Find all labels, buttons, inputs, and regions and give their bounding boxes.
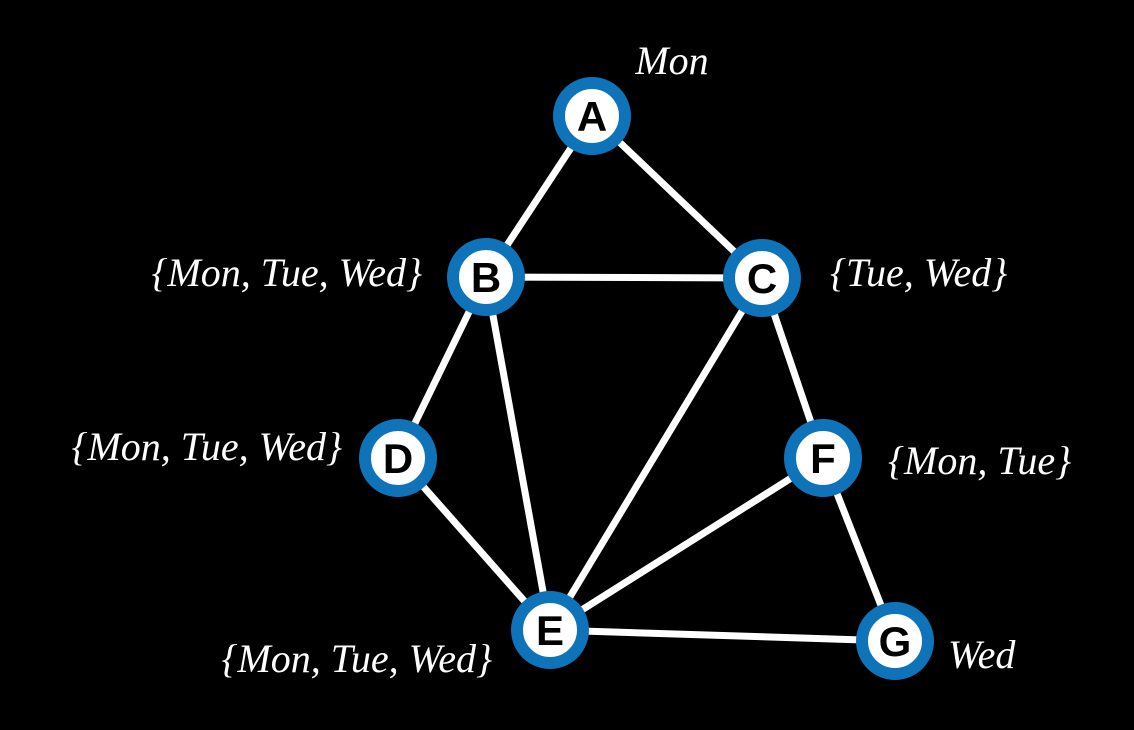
node-F: F bbox=[784, 419, 862, 497]
node-D: D bbox=[359, 419, 437, 497]
domain-label-B: {Mon, Tue, Wed} bbox=[151, 250, 422, 295]
node-letter-D: D bbox=[383, 435, 413, 482]
node-B: B bbox=[447, 238, 525, 316]
node-A: A bbox=[553, 77, 631, 155]
node-letter-G: G bbox=[879, 618, 912, 665]
domain-label-F: {Mon, Tue} bbox=[888, 438, 1071, 483]
node-letter-C: C bbox=[747, 255, 777, 302]
edge-C-E bbox=[546, 274, 766, 634]
node-E: E bbox=[511, 591, 589, 669]
node-circle-A bbox=[553, 77, 631, 155]
edge-E-F bbox=[546, 454, 827, 634]
node-C: C bbox=[723, 239, 801, 317]
node-circle-D bbox=[359, 419, 437, 497]
node-letter-F: F bbox=[810, 435, 836, 482]
edge-B-E bbox=[482, 273, 554, 634]
domain-label-C: {Tue, Wed} bbox=[830, 250, 1007, 295]
nodes-layer: A B C D E F G bbox=[359, 77, 934, 680]
node-circle-F bbox=[784, 419, 862, 497]
edge-E-G bbox=[546, 626, 899, 645]
labels-layer: Mon {Mon, Tue, Wed} {Tue, Wed} {Mon, Tue, W… bbox=[71, 38, 1071, 681]
node-G: G bbox=[856, 602, 934, 680]
domain-label-D: {Mon, Tue, Wed} bbox=[71, 424, 342, 469]
edge-B-C bbox=[482, 273, 766, 282]
node-letter-A: A bbox=[577, 93, 607, 140]
node-letter-E: E bbox=[536, 607, 564, 654]
domain-label-E: {Mon, Tue, Wed} bbox=[221, 636, 492, 681]
node-circle-E bbox=[511, 591, 589, 669]
node-circle-B bbox=[447, 238, 525, 316]
edge-A-C bbox=[588, 112, 766, 282]
domain-label-A: Mon bbox=[634, 38, 708, 83]
node-circle-C bbox=[723, 239, 801, 317]
node-letter-B: B bbox=[471, 254, 501, 301]
edges-layer bbox=[394, 112, 899, 645]
domain-label-G: Wed bbox=[948, 632, 1016, 677]
node-circle-G bbox=[856, 602, 934, 680]
